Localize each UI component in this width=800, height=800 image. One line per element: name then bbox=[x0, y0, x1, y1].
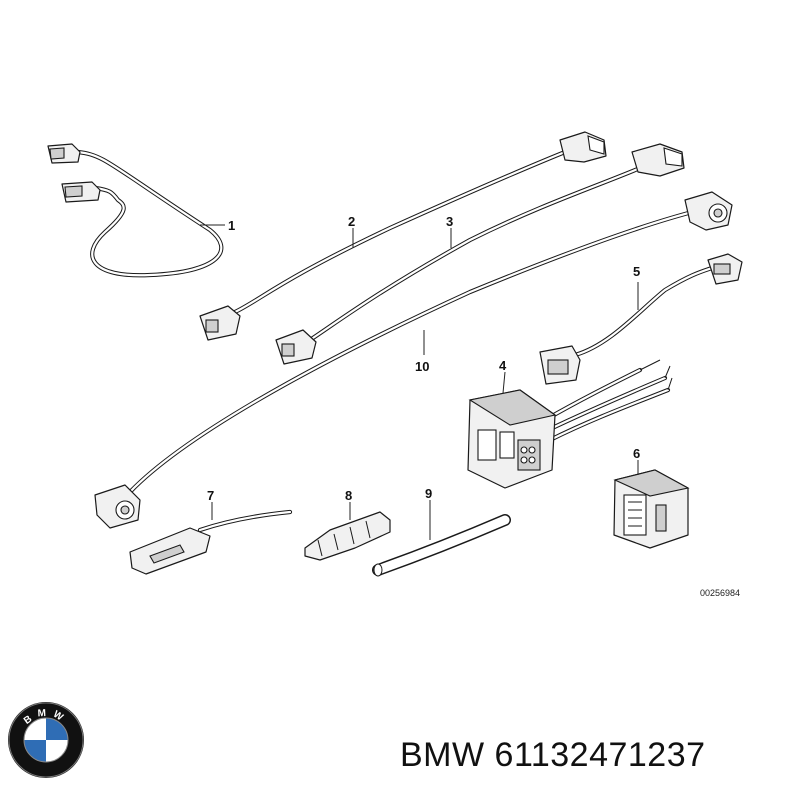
bmw-logo-icon: BMW bbox=[8, 702, 84, 778]
part-9-tube bbox=[372, 514, 511, 577]
part-2-cable bbox=[199, 131, 607, 341]
part-7-terminal bbox=[129, 509, 293, 575]
callout-2: 2 bbox=[348, 214, 355, 229]
part-6-socket-housing bbox=[613, 469, 690, 549]
part-1-looped-cable bbox=[47, 143, 224, 278]
caption-part-number: 61132471237 bbox=[494, 736, 706, 774]
callout-4: 4 bbox=[499, 358, 507, 373]
callout-1: 1 bbox=[228, 218, 235, 233]
part-8-terminal-strip bbox=[304, 511, 391, 561]
callout-6: 6 bbox=[633, 446, 640, 461]
part-10-long-cable bbox=[94, 191, 733, 529]
part-3-cable bbox=[275, 143, 685, 365]
part-5-harness bbox=[539, 253, 743, 385]
caption-brand: BMW bbox=[400, 736, 485, 774]
leader-lines bbox=[200, 224, 639, 540]
callout-10: 10 bbox=[415, 359, 429, 374]
callout-8: 8 bbox=[345, 488, 352, 503]
reference-number: 00256984 bbox=[700, 588, 740, 598]
part-4-connector-block bbox=[467, 359, 673, 489]
callout-3: 3 bbox=[446, 214, 453, 229]
caption: BMW 61132471237 bbox=[400, 736, 706, 775]
callout-7: 7 bbox=[207, 488, 214, 503]
callout-numbers: 1 2 3 4 5 6 7 8 9 10 bbox=[207, 214, 640, 503]
callout-5: 5 bbox=[633, 264, 640, 279]
callout-9: 9 bbox=[425, 486, 432, 501]
